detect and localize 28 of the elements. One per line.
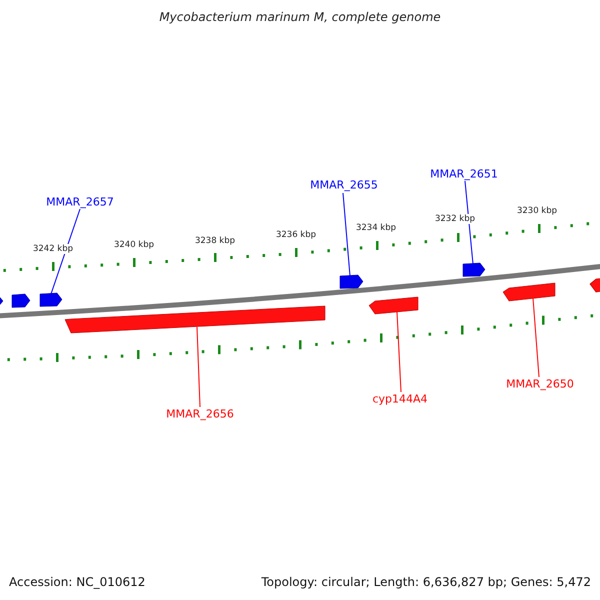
tick-label: 3240 kbp (114, 240, 154, 250)
leader-line (50, 208, 80, 294)
gene-block (40, 292, 62, 307)
genome-summary-text: Topology: circular; Length: 6,636,827 bp; Genes: 5,472 (261, 575, 591, 589)
tick-label: 3236 kbp (276, 230, 316, 240)
gene-label: MMAR_2650 (506, 378, 574, 390)
leader-line (342, 192, 350, 276)
tick-label: 3238 kbp (194, 236, 236, 246)
leader-line (396, 312, 402, 392)
gene-block (502, 282, 556, 302)
gene-label: MMAR_2651 (430, 168, 498, 180)
gene-block (340, 274, 364, 289)
gene-label: MMAR_2656 (166, 408, 234, 420)
tick-label: 3242 kbp (32, 244, 74, 254)
gene-block (462, 262, 486, 277)
gene-label: MMAR_2657 (46, 196, 114, 208)
accession-text: Accession: NC_010612 (9, 575, 146, 589)
tick-label: 3230 kbp (516, 206, 558, 216)
leader-line (532, 298, 540, 378)
chart-title: Mycobacterium marinum M, complete genome (158, 10, 442, 24)
tick-label: 3234 kbp (356, 223, 396, 233)
leader-line (464, 180, 474, 264)
gene-block (368, 296, 418, 314)
gene-block (64, 306, 326, 334)
gene-label: cyp144A4 (372, 392, 428, 406)
gene-label: MMAR_2655 (310, 178, 378, 192)
tick-label: 3232 kbp (434, 214, 476, 224)
leader-line (196, 326, 200, 408)
